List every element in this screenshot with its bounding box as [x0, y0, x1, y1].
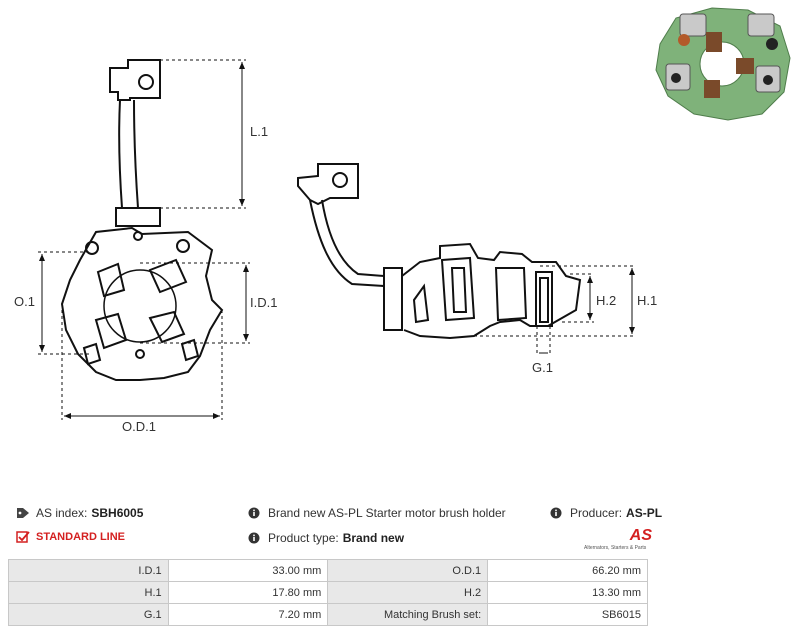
spec-value: 33.00 mm [167, 559, 329, 582]
producer-label: Producer: [570, 506, 623, 520]
producer: Producer: AS-PL [550, 506, 662, 520]
spec-label: G.1 [8, 603, 169, 626]
spec-label: I.D.1 [8, 559, 169, 582]
as-pl-logo: AS Alternators, Starters & Parts [584, 527, 660, 553]
dim-label-o1: O.1 [14, 294, 35, 309]
product-type-value: Brand new [342, 531, 405, 545]
checkbox-checked-icon [16, 531, 30, 543]
logo-mark: AS [629, 527, 652, 544]
dim-label-l1: L.1 [250, 124, 268, 139]
standard-line: STANDARD LINE [16, 531, 125, 543]
spec-label: H.1 [8, 581, 169, 604]
product-photo [655, 7, 791, 121]
info-icon [550, 507, 562, 519]
dim-label-id1: I.D.1 [250, 295, 277, 310]
logo-tagline: Alternators, Starters & Parts [584, 545, 647, 551]
tag-icon [17, 508, 29, 518]
product-type: Product type: Brand new [248, 531, 404, 545]
spec-table: I.D.1 33.00 mm O.D.1 66.20 mm H.1 17.80 … [8, 559, 648, 626]
table-row: H.1 17.80 mm H.2 13.30 mm [8, 581, 648, 604]
product-type-label: Product type: [268, 531, 339, 545]
spec-label: Matching Brush set: [327, 603, 489, 626]
spec-label: O.D.1 [327, 559, 489, 582]
spec-value: 66.20 mm [487, 559, 648, 582]
description-text: Brand new AS-PL Starter motor brush hold… [268, 506, 506, 520]
standard-line-label: STANDARD LINE [36, 531, 126, 543]
dim-label-g1: G.1 [532, 360, 553, 375]
dim-label-h2: H.2 [596, 293, 616, 308]
as-index-label: AS index: [36, 506, 88, 520]
front-view [60, 59, 224, 381]
table-row: G.1 7.20 mm Matching Brush set: SB6015 [8, 603, 648, 626]
dim-label-h1: H.1 [637, 293, 657, 308]
spec-value: 13.30 mm [487, 581, 648, 604]
info-icon [248, 507, 260, 519]
table-row: I.D.1 33.00 mm O.D.1 66.20 mm [8, 559, 648, 582]
technical-drawing: L.1 O.1 I.D.1 O.D.1 H.1 H.2 G.1 [14, 7, 791, 434]
side-view [297, 163, 582, 340]
producer-value: AS-PL [626, 506, 663, 520]
spec-value: 7.20 mm [167, 603, 329, 626]
info-icon [248, 532, 260, 544]
description: Brand new AS-PL Starter motor brush hold… [248, 506, 506, 520]
spec-label: H.2 [327, 581, 489, 604]
as-index: AS index: SBH6005 [16, 506, 143, 520]
spec-value: 17.80 mm [167, 581, 329, 604]
as-index-value: SBH6005 [91, 506, 144, 520]
spec-value: SB6015 [487, 603, 648, 626]
dim-label-od1: O.D.1 [122, 419, 156, 434]
